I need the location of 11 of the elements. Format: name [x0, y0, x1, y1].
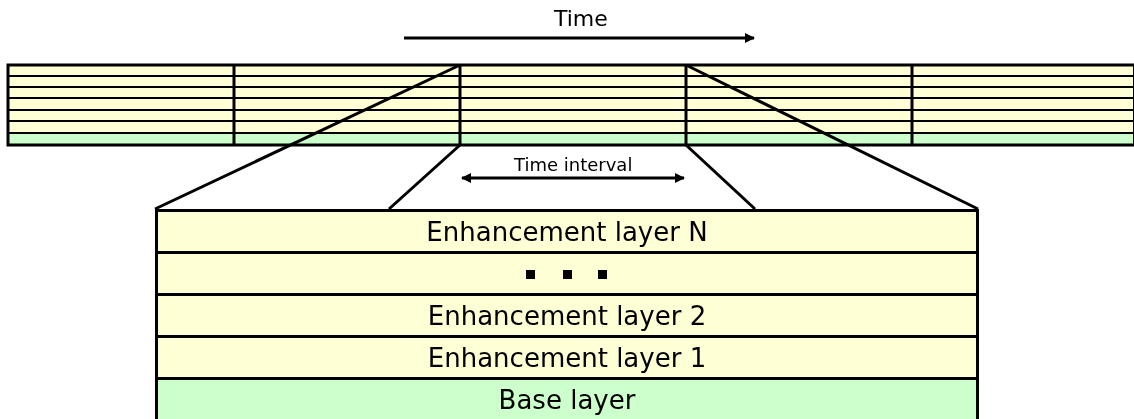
layer-band: [155, 293, 979, 338]
dimension-label: Time interval: [514, 154, 633, 175]
layer-name: Enhancement layer N: [426, 216, 708, 247]
layer-band: [155, 209, 979, 254]
axis-label: Time: [554, 6, 608, 31]
layer-name: Enhancement layer 2: [427, 300, 707, 331]
layer-band: [155, 377, 979, 419]
layer-band: [155, 251, 979, 296]
layer-band: [155, 335, 979, 380]
layer-name: Base layer: [498, 384, 636, 415]
layer-name: Enhancement layer 1: [427, 342, 707, 373]
